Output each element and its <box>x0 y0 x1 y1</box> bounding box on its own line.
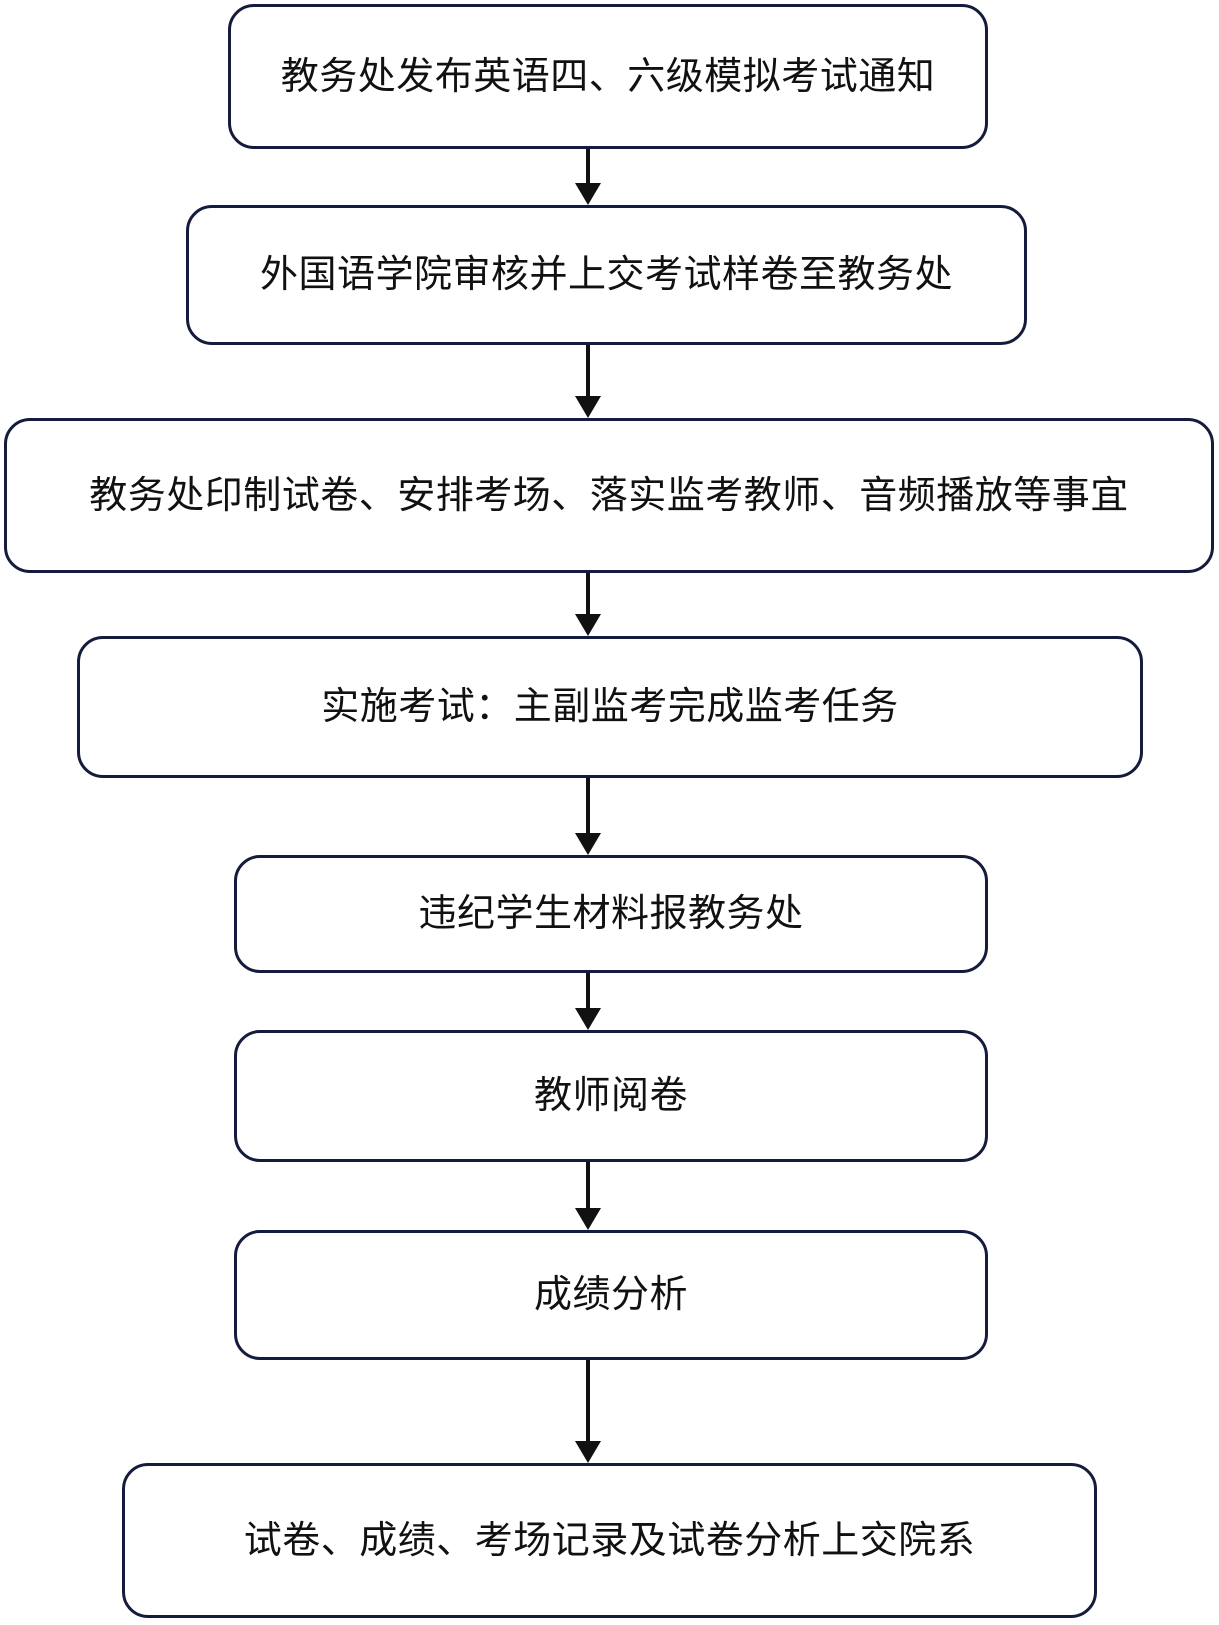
flowchart-node-2[interactable]: 外国语学院审核并上交考试样卷至教务处 <box>186 205 1027 345</box>
flowchart-node-8[interactable]: 试卷、成绩、考场记录及试卷分析上交院系 <box>122 1463 1097 1618</box>
flowchart-node-label: 外国语学院审核并上交考试样卷至教务处 <box>259 252 953 297</box>
flowchart-node-label: 实施考试：主副监考完成监考任务 <box>321 684 899 729</box>
arrow-head <box>575 1008 601 1030</box>
arrow-head <box>575 183 601 205</box>
flowchart-node-5[interactable]: 违纪学生材料报教务处 <box>234 855 988 973</box>
arrow-connector <box>568 345 608 418</box>
flowchart-node-label: 教务处印制试卷、安排考场、落实监考教师、音频播放等事宜 <box>89 472 1129 517</box>
arrow-connector <box>568 1360 608 1463</box>
flowchart-node-label: 教务处发布英语四、六级模拟考试通知 <box>280 53 936 98</box>
arrow-head <box>575 396 601 418</box>
flowchart-node-7[interactable]: 成绩分析 <box>234 1230 988 1360</box>
arrow-connector <box>568 973 608 1030</box>
flowchart-node-3[interactable]: 教务处印制试卷、安排考场、落实监考教师、音频播放等事宜 <box>4 418 1214 573</box>
arrow-connector <box>568 1162 608 1230</box>
arrow-connector <box>568 778 608 855</box>
arrow-head <box>575 614 601 636</box>
flowchart-node-label: 试卷、成绩、考场记录及试卷分析上交院系 <box>243 1517 976 1562</box>
arrow-head <box>575 1441 601 1463</box>
flowchart-node-1[interactable]: 教务处发布英语四、六级模拟考试通知 <box>228 4 988 149</box>
flowchart-node-6[interactable]: 教师阅卷 <box>234 1030 988 1162</box>
flowchart-node-label: 成绩分析 <box>533 1272 688 1317</box>
arrow-head <box>575 1208 601 1230</box>
flowchart-node-4[interactable]: 实施考试：主副监考完成监考任务 <box>77 636 1143 778</box>
arrow-connector <box>568 149 608 205</box>
arrow-head <box>575 833 601 855</box>
flowchart-node-label: 违纪学生材料报教务处 <box>418 891 804 936</box>
arrow-connector <box>568 573 608 636</box>
flowchart-node-label: 教师阅卷 <box>533 1073 688 1118</box>
